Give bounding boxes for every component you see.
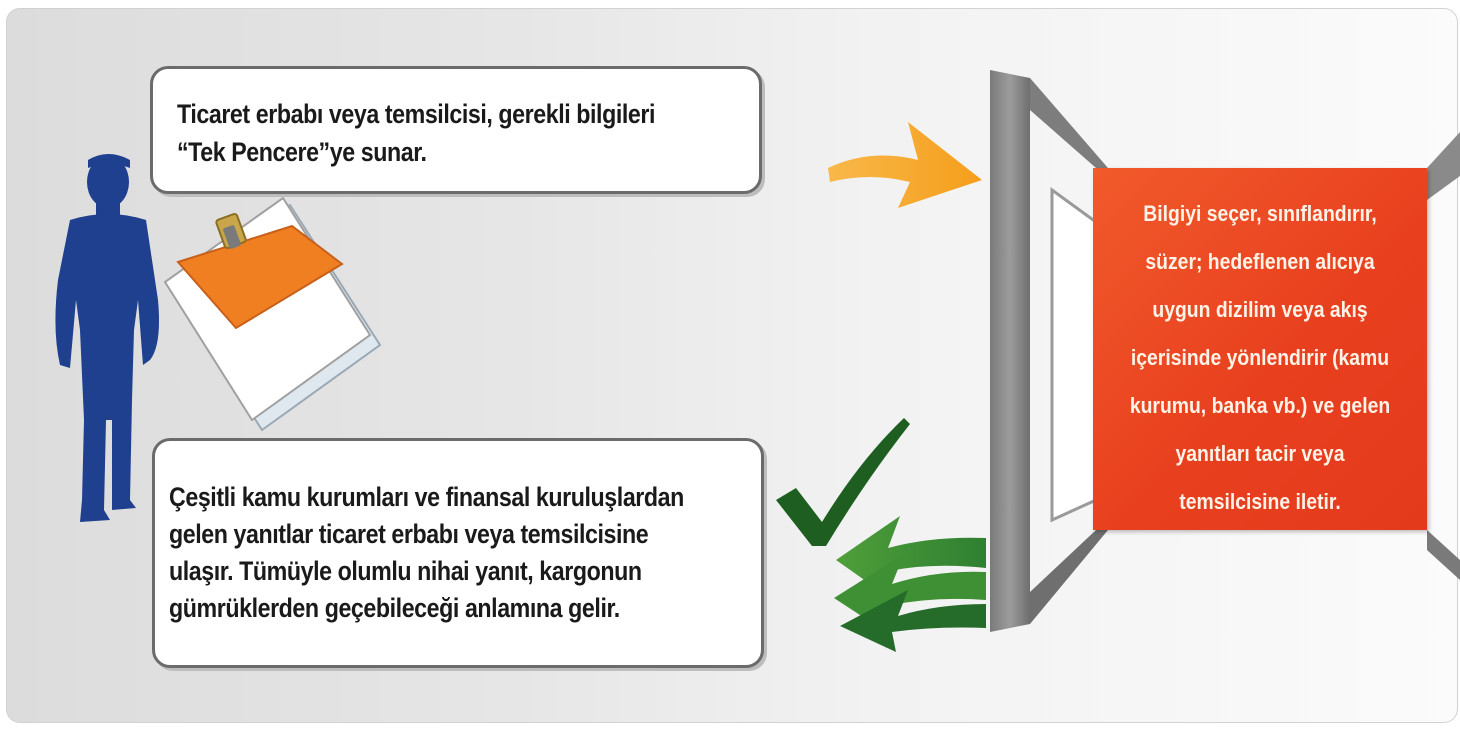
curved-arrow-right-icon xyxy=(828,122,982,208)
trader-submission-line: “Tek Pencere”ye sunar. xyxy=(177,137,427,167)
response-line: Çeşitli kamu kurumları ve finansal kurul… xyxy=(169,482,684,512)
process-line: uygun dizilim veya akış xyxy=(1152,297,1368,322)
clipped-document-icon xyxy=(163,196,382,432)
trader-submission-box: Ticaret erbabı veya temsilcisi, gerekli … xyxy=(150,66,762,194)
check-mark-icon xyxy=(776,418,910,546)
process-line: süzer; hedeflenen alıcıya xyxy=(1145,249,1375,274)
response-line: gümrüklerden geçebileceği anlamına gelir… xyxy=(169,593,620,623)
process-line: içerisinde yönlendirir (kamu xyxy=(1130,345,1390,370)
trader-submission-line: Ticaret erbabı veya temsilcisi, gerekli … xyxy=(177,99,655,129)
single-window-process-text: Bilgiyi seçer, sınıflandırır, süzer; hed… xyxy=(1093,190,1427,526)
trader-submission-text: Ticaret erbabı veya temsilcisi, gerekli … xyxy=(177,95,655,171)
person-silhouette-icon xyxy=(55,154,159,522)
process-line: temsilcisine iletir. xyxy=(1179,489,1341,514)
response-box: Çeşitli kamu kurumları ve finansal kurul… xyxy=(152,438,764,668)
response-line: ulaşır. Tümüyle olumlu nihai yanıt, karg… xyxy=(169,556,642,586)
response-line: gelen yanıtlar ticaret erbabı veya temsi… xyxy=(169,519,649,549)
process-line: yanıtları tacir veya xyxy=(1175,441,1345,466)
response-text: Çeşitli kamu kurumları ve finansal kurul… xyxy=(169,479,684,627)
single-window-process-box: Bilgiyi seçer, sınıflandırır, süzer; hed… xyxy=(1093,168,1427,530)
curved-arrows-left-icon xyxy=(834,516,986,652)
process-line: kurumu, banka vb.) ve gelen xyxy=(1129,393,1391,418)
window-frame-icon xyxy=(990,70,1460,632)
process-line: Bilgiyi seçer, sınıflandırır, xyxy=(1143,201,1377,226)
